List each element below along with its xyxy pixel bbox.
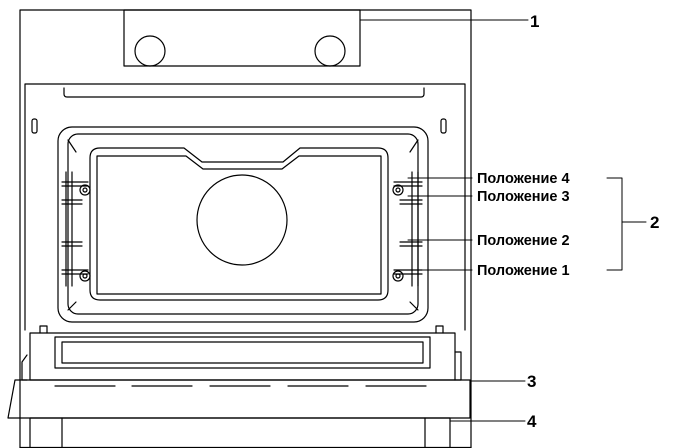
position-label-1: Положение 1: [477, 263, 570, 279]
callout-number-3: 3: [527, 372, 536, 391]
guide-screw: [392, 270, 404, 282]
guide-screw: [79, 184, 91, 196]
bottom-drawer[interactable]: [29, 417, 451, 448]
inner-chamber-outer: [57, 126, 429, 323]
guide-screw: [392, 184, 404, 196]
position-label-3: Положение 3: [477, 189, 570, 205]
shelf-guide-left: [61, 171, 91, 287]
back-wall-panel: [89, 147, 389, 301]
oven-door[interactable]: [7, 325, 471, 419]
position-label-4: Положение 4: [477, 171, 570, 187]
side-vent-right: [440, 118, 447, 134]
side-vent-left: [31, 118, 38, 134]
control-knob-left[interactable]: [134, 35, 166, 67]
control-panel: [123, 9, 361, 67]
guide-screw: [79, 270, 91, 282]
oven-cavity: [24, 83, 466, 331]
shelf-guide-right: [392, 171, 423, 287]
callout-number-2: 2: [650, 213, 659, 232]
leader-lines: [359, 19, 647, 422]
fan-cover: [196, 174, 288, 266]
callout-number-4: 4: [527, 412, 537, 431]
position-label-2: Положение 2: [477, 233, 570, 249]
inner-chamber-inner: [67, 133, 419, 315]
callout-number-1: 1: [530, 12, 539, 31]
control-knob-right[interactable]: [314, 35, 346, 67]
oven-cabinet: [19, 9, 472, 448]
